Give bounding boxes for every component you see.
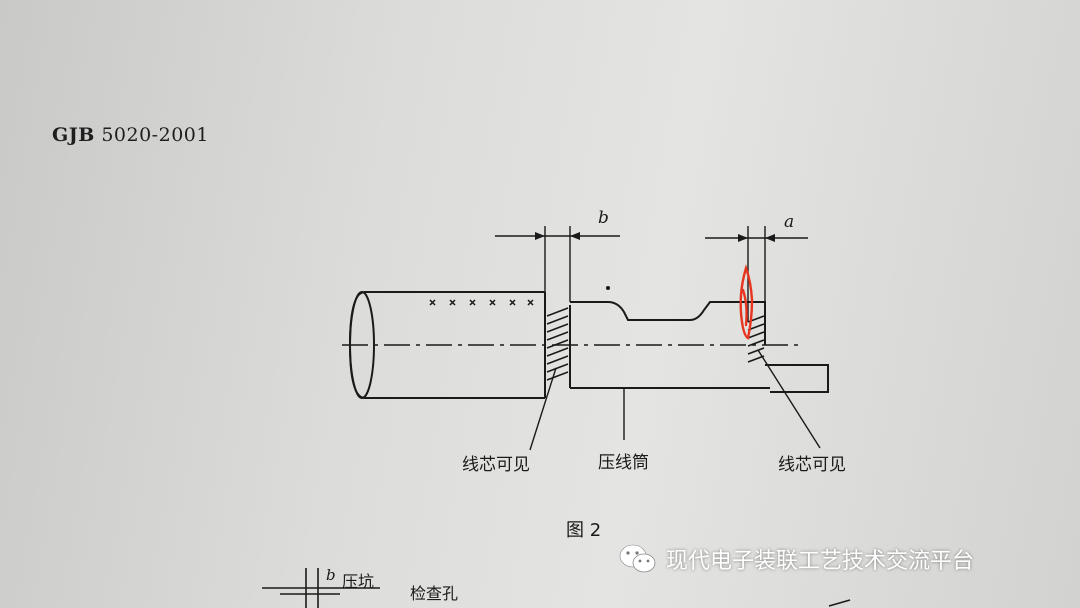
standard-number: 5020-2001 xyxy=(101,124,209,146)
terminal-tongue xyxy=(765,364,829,393)
red-highlight-mark xyxy=(739,264,754,340)
label-wire-visible-right: 线芯可见 xyxy=(778,455,846,475)
crimp-barrel xyxy=(570,301,766,345)
leader-left xyxy=(529,367,557,451)
watermark-text: 现代电子装联工艺技术交流平台 xyxy=(666,549,975,574)
label-inspection-hole: 检查孔 xyxy=(410,584,459,603)
dim-a-label: a xyxy=(784,212,795,232)
leader-right xyxy=(757,349,821,449)
wechat-icon xyxy=(619,544,656,573)
standard-prefix: GJB xyxy=(52,124,95,146)
label-wire-visible-left: 线芯可见 xyxy=(462,455,530,475)
watermark: 现代电子装联工艺技术交流平台 xyxy=(618,541,974,577)
figure-caption: 图 2 xyxy=(566,520,602,541)
dim-b-label: b xyxy=(598,208,609,228)
next-figure-fragment xyxy=(262,568,851,608)
next-dim-b-label: b xyxy=(326,566,336,584)
label-crimp-barrel: 压线筒 xyxy=(598,453,649,473)
strand-hatch-left xyxy=(546,307,569,381)
standard-code: GJB 5020-2001 xyxy=(52,124,209,146)
insulation-marks xyxy=(429,299,534,306)
label-pit: 压坑 xyxy=(342,572,375,591)
